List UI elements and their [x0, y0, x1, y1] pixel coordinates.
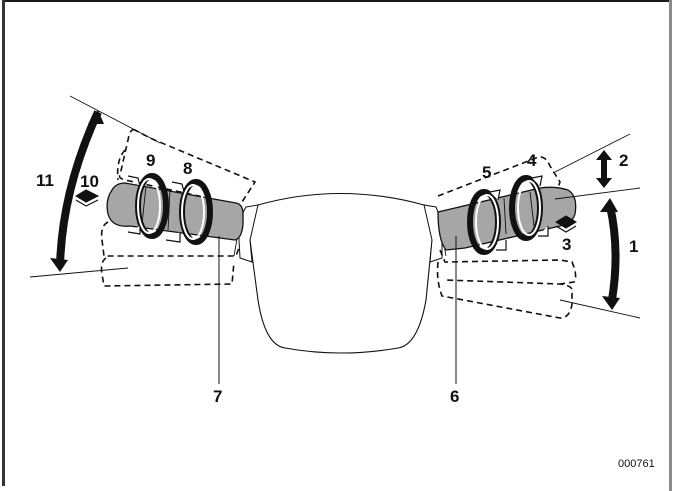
frame-border-left — [2, 0, 5, 486]
callout-1: 1 — [629, 237, 638, 256]
callout-8: 8 — [183, 159, 192, 178]
callout-5: 5 — [482, 163, 491, 182]
callout-11: 11 — [36, 171, 54, 190]
frame-border-right — [669, 0, 672, 491]
tilt-range-arrow-11 — [29, 95, 161, 278]
right-lever-assembly — [436, 156, 577, 384]
figure-id-label: 000761 — [618, 458, 655, 470]
callout-10: 10 — [80, 172, 99, 191]
steering-wheel-pad — [233, 192, 447, 354]
callout-9: 9 — [146, 151, 155, 170]
callout-6: 6 — [450, 387, 459, 406]
tilt-range-arrow-1 — [554, 133, 641, 319]
left-lever-assembly — [75, 128, 257, 384]
callout-4: 4 — [527, 151, 537, 170]
callout-2: 2 — [619, 151, 628, 170]
frame-border-top — [2, 0, 671, 2]
telescopic-range-arrow-2 — [596, 150, 612, 188]
callout-7: 7 — [213, 387, 222, 406]
callout-3: 3 — [562, 235, 571, 254]
